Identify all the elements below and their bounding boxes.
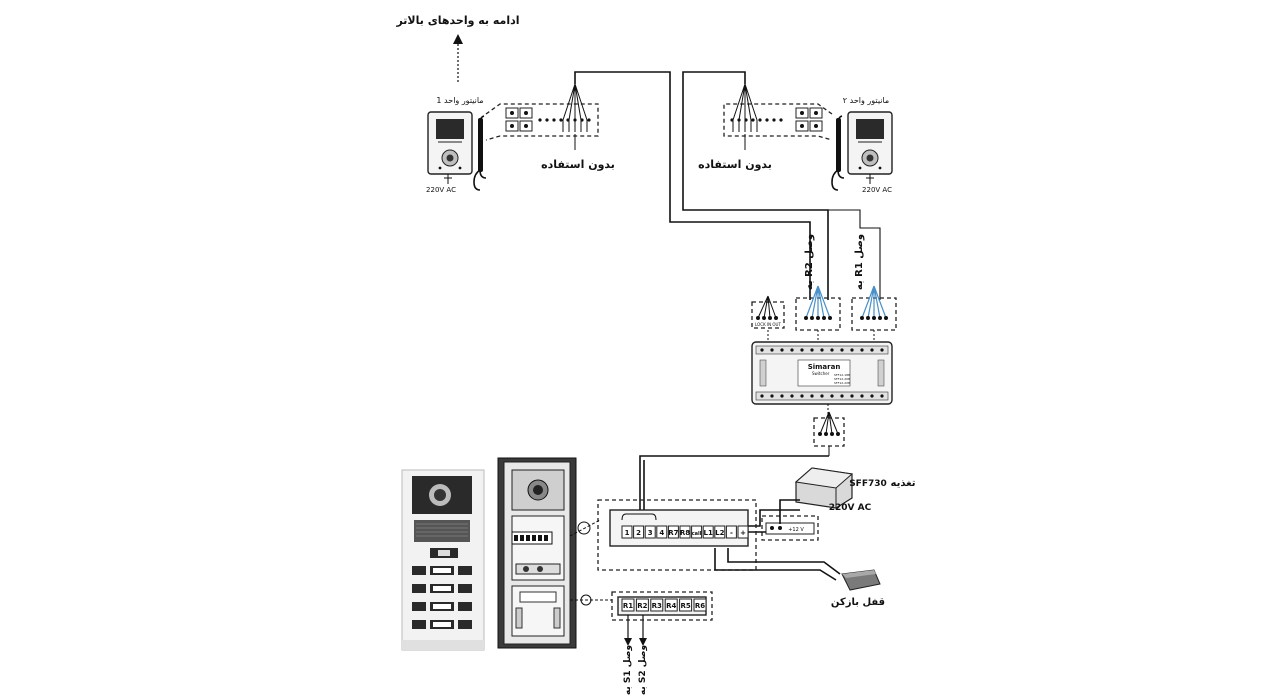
- svg-text:LOCK IN OUT: LOCK IN OUT: [755, 322, 781, 327]
- continue-upper-label: ادامه به واحدهای بالاتر: [395, 14, 519, 27]
- main-terminal: [725, 525, 737, 539]
- main-terminal-label: L2: [715, 529, 724, 537]
- continue-upper-group: ادامه به واحدهای بالاتر: [395, 14, 520, 82]
- arrow-up-icon: [453, 34, 463, 44]
- main-terminal-label: 2: [636, 529, 641, 537]
- main-terminal-label: 3: [648, 529, 653, 537]
- power-model-label: SFF730: [849, 479, 887, 489]
- relay-terminal-label: R4: [666, 602, 676, 610]
- main-terminal-label: L1: [704, 529, 713, 537]
- relay-terminal-block: R1 R2 R3 R4 R5 R6 به S1 وصل به S2 وصل: [611, 591, 713, 695]
- relay-dashed-box: [611, 591, 713, 621]
- relay-terminal: [650, 598, 664, 612]
- relay-terminal: [621, 598, 635, 612]
- door-lock: قفل بازکن: [831, 569, 885, 608]
- bus-wires: [574, 71, 881, 300]
- main-terminal: [702, 525, 714, 539]
- switcher-model-1: SFF12-18B: [834, 373, 850, 377]
- main-terminal: [656, 525, 668, 539]
- main-terminal-label: +: [740, 529, 746, 537]
- relay-terminals: R1 R2 R3 R4 R5 R6: [621, 598, 707, 612]
- switcher-top-terminals: [760, 348, 884, 352]
- switcher-sub: Switcher: [812, 371, 830, 376]
- monitor-1-screen: [436, 119, 464, 139]
- relay-terminal-label: R2: [637, 602, 647, 610]
- power-supply: SFF730 تغذیه 220V AC +12 V: [744, 467, 916, 541]
- main-terminal: [644, 525, 656, 539]
- monitor-2-label: مانیتور واحد ۲: [843, 96, 889, 105]
- power-ac-label: 220V AC: [829, 503, 872, 513]
- main-terminal: [737, 525, 749, 539]
- monitor-1-ac-label: 220V AC: [426, 186, 456, 194]
- switcher-model-2: SFF12-20B: [834, 377, 850, 381]
- main-terminal-label: 1: [625, 529, 630, 537]
- main-terminal-dashed-box: [597, 499, 757, 571]
- monitor-1-label: مانیتور واحد 1: [436, 96, 483, 105]
- relay-terminal-label: R5: [680, 602, 690, 610]
- switcher-model-3: SFF12-22B: [834, 381, 850, 385]
- main-terminal-label: -: [730, 529, 733, 537]
- monitor-2-terminal-box: بدون استفاده: [698, 83, 833, 171]
- main-terminal: [691, 525, 703, 539]
- switcher-brand: Simaran: [808, 363, 841, 371]
- relay-terminal-label: R3: [652, 602, 662, 610]
- door-panel-front: [401, 469, 485, 651]
- main-terminal: [679, 525, 691, 539]
- lock-wires: [714, 548, 841, 581]
- main-terminal-label: R7: [668, 529, 678, 537]
- relay-terminal-label: R6: [695, 602, 705, 610]
- monitor-1-dots: [538, 118, 591, 122]
- relay-terminal: [664, 598, 678, 612]
- switcher-unit: Simaran Switcher SFF12-18B SFF12-20B SFF…: [751, 341, 893, 405]
- main-terminal-label: 4: [659, 529, 664, 537]
- switcher-bottom-terminals: [760, 394, 884, 398]
- power-ps-label: +12 V: [788, 527, 804, 533]
- power-label: تغذیه: [891, 478, 916, 489]
- relay-terminal: [679, 598, 693, 612]
- lock-label: قفل بازکن: [831, 597, 885, 608]
- relay-terminal-label: R1: [623, 602, 633, 610]
- door-panel-rear: [497, 457, 612, 649]
- connect-s1-label: به S1 وصل: [623, 645, 633, 695]
- monitor-unit-2: مانیتور واحد ۲ 220V AC: [831, 96, 893, 194]
- monitor-1-terminal-box: بدون استفاده: [485, 83, 615, 171]
- main-terminal: [714, 525, 726, 539]
- connect-r1-label: به R1 وصل: [854, 234, 865, 290]
- switcher-input-connectors: LOCK IN OUT: [751, 285, 897, 344]
- switcher-output-connector: [813, 404, 845, 456]
- unused-label-2: بدون استفاده: [698, 158, 772, 171]
- arrow-down-icon: [624, 638, 632, 646]
- monitor-unit-1: مانیتور واحد 1 220V AC: [426, 96, 487, 194]
- monitor-2-ac-label: 220V AC: [862, 186, 892, 194]
- main-terminal: [621, 525, 633, 539]
- panel-bus-wires: [639, 455, 829, 514]
- main-terminal-label: call: [692, 531, 702, 537]
- connect-r2-label: به R2 وصل: [804, 234, 815, 290]
- relay-terminal: [693, 598, 707, 612]
- relay-terminal: [635, 598, 649, 612]
- main-terminal: [633, 525, 645, 539]
- main-terminal: [667, 525, 679, 539]
- connect-s2-label: به S2 وصل: [638, 645, 648, 695]
- arrow-down-icon: [639, 638, 647, 646]
- main-terminal-label: R8: [680, 529, 690, 537]
- monitor-2-screen: [856, 119, 884, 139]
- unused-label-1: بدون استفاده: [541, 158, 615, 171]
